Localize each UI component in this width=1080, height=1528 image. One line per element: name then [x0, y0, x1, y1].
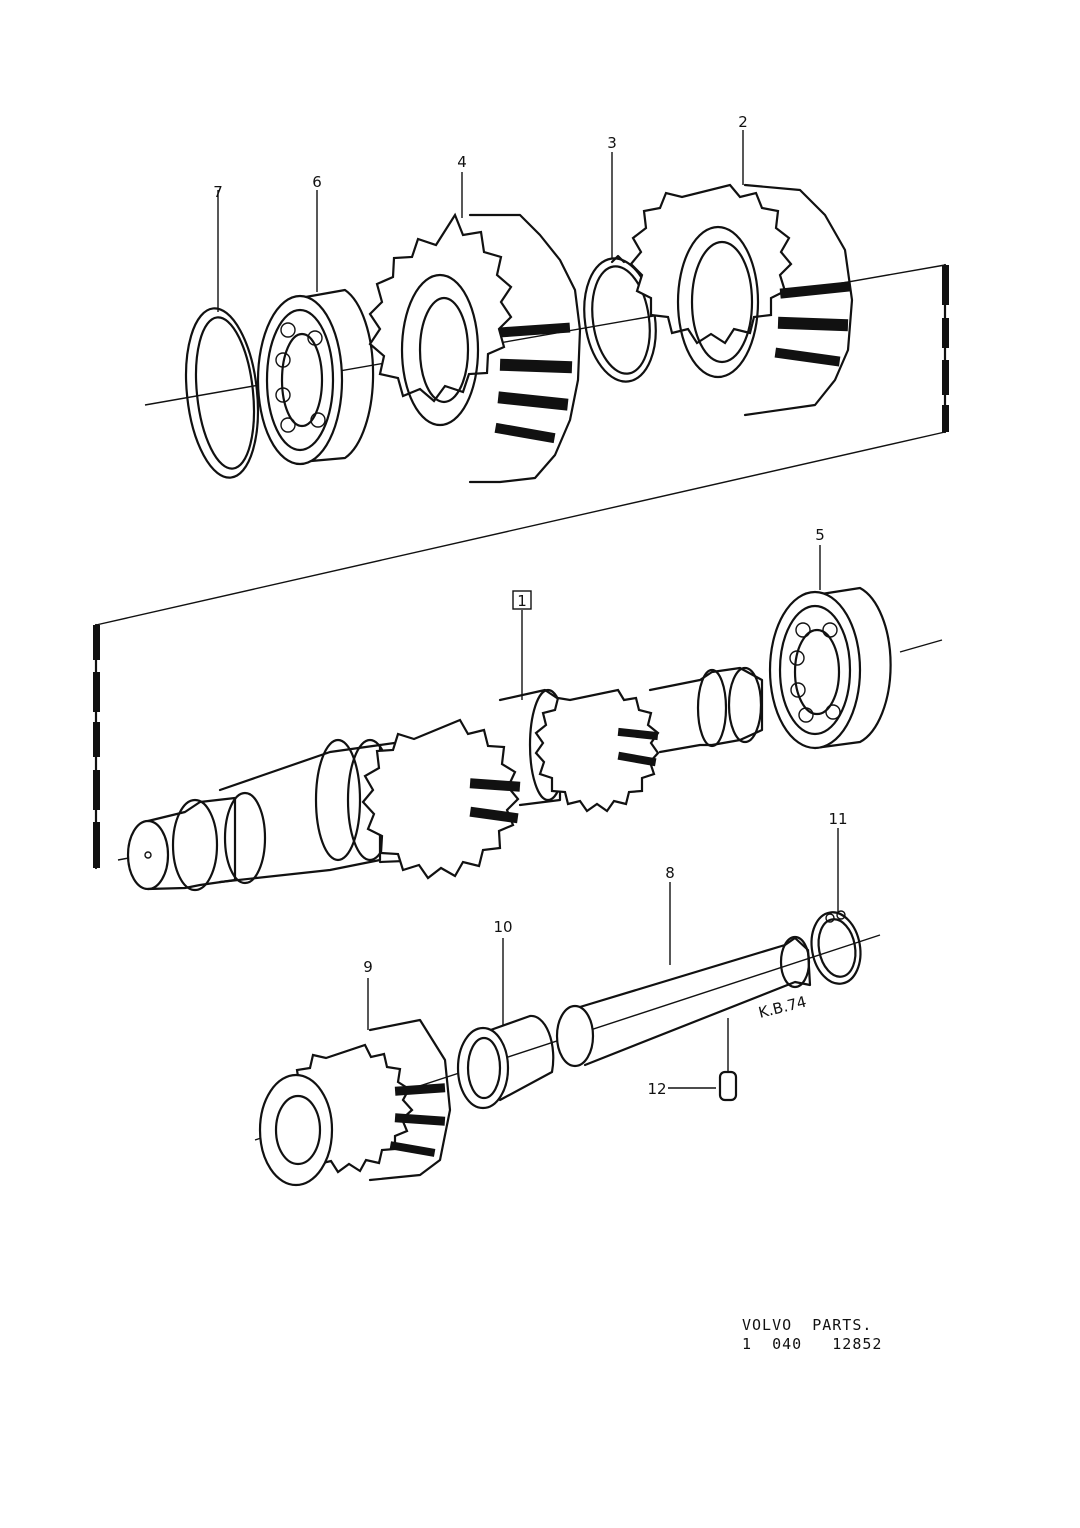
- part-9-gear: [258, 978, 452, 1187]
- callout-11: 11: [828, 810, 847, 828]
- part-2-gear: [629, 130, 854, 417]
- part-11-circlip: [810, 828, 862, 985]
- part-4-gear: [368, 172, 582, 484]
- callout-10: 10: [493, 918, 512, 936]
- part-5-bearing: [768, 545, 943, 750]
- part-1-mainshaft: [117, 590, 764, 892]
- catalog-number: 1 040 12852: [742, 1335, 883, 1353]
- callout-6: 6: [312, 173, 322, 191]
- part-7-ring: [184, 190, 260, 479]
- callout-8: 8: [665, 864, 675, 882]
- callout-labels: 7 6 4 3 2 5 1 11 8 10 9 12: [213, 113, 847, 1098]
- callout-9: 9: [363, 958, 373, 976]
- part-6-bearing: [256, 190, 375, 466]
- callout-12: 12: [647, 1080, 666, 1098]
- group-bracket: [93, 263, 949, 870]
- part-8-tube: K.B.74: [555, 882, 812, 1068]
- callout-2: 2: [738, 113, 748, 131]
- callout-1: 1: [517, 592, 527, 610]
- callout-5: 5: [815, 526, 825, 544]
- callout-7: 7: [213, 183, 223, 201]
- callout-4: 4: [457, 153, 467, 171]
- part-10-bushing: [456, 938, 555, 1110]
- part-12-dowel: [668, 1018, 738, 1102]
- callout-3: 3: [607, 134, 617, 152]
- catalog-reference: VOLVO PARTS. 1 040 12852: [742, 1316, 882, 1354]
- catalog-brand: VOLVO PARTS.: [742, 1316, 873, 1334]
- drafter-initials: K.B.74: [757, 993, 809, 1022]
